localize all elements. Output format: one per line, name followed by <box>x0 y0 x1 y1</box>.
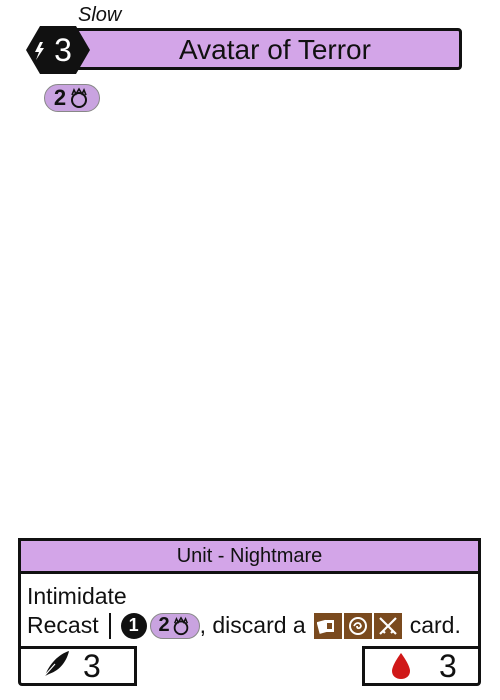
power-box: 3 <box>18 646 137 686</box>
rule-recast: Recast 1 2 , discard a <box>27 611 472 640</box>
rules-text: Intimidate Recast 1 2 , discard a <box>21 574 478 640</box>
speed-label: Slow <box>78 4 122 26</box>
power-value: 3 <box>83 647 101 684</box>
type-line: Unit - Nightmare <box>21 541 478 574</box>
recast-resource-value: 2 <box>158 614 170 636</box>
fire-ring-icon <box>71 87 88 108</box>
cost-hexagon: 3 <box>26 26 90 74</box>
health-box: 3 <box>362 646 481 686</box>
swirl-icon <box>343 612 372 639</box>
recast-label: Recast <box>27 612 99 638</box>
card-word: card. <box>409 612 461 638</box>
rule-intimidate: Intimidate <box>27 583 127 609</box>
hexagon-icon <box>26 26 90 74</box>
rules-box: Unit - Nightmare Intimidate Recast 1 2 ,… <box>18 538 481 648</box>
resource-cost-value: 2 <box>53 85 67 110</box>
cost-value: 3 <box>54 32 72 68</box>
crossed-swords-icon <box>373 612 402 639</box>
cards-icon <box>313 612 342 639</box>
resource-cost-pill: 2 <box>44 84 100 112</box>
separator <box>108 612 111 639</box>
health-value: 3 <box>439 647 457 684</box>
energy-cost-badge: 1 <box>120 612 147 639</box>
lightning-icon <box>35 42 44 60</box>
feather-icon <box>38 651 69 683</box>
blood-drop-icon <box>392 653 410 679</box>
fire-ring-icon <box>173 615 188 635</box>
card-name: Avatar of Terror <box>179 34 371 65</box>
recast-resource-pill: 2 <box>149 612 200 639</box>
title-bar: Avatar of Terror <box>58 28 462 70</box>
discard-text: , discard a <box>199 612 306 638</box>
